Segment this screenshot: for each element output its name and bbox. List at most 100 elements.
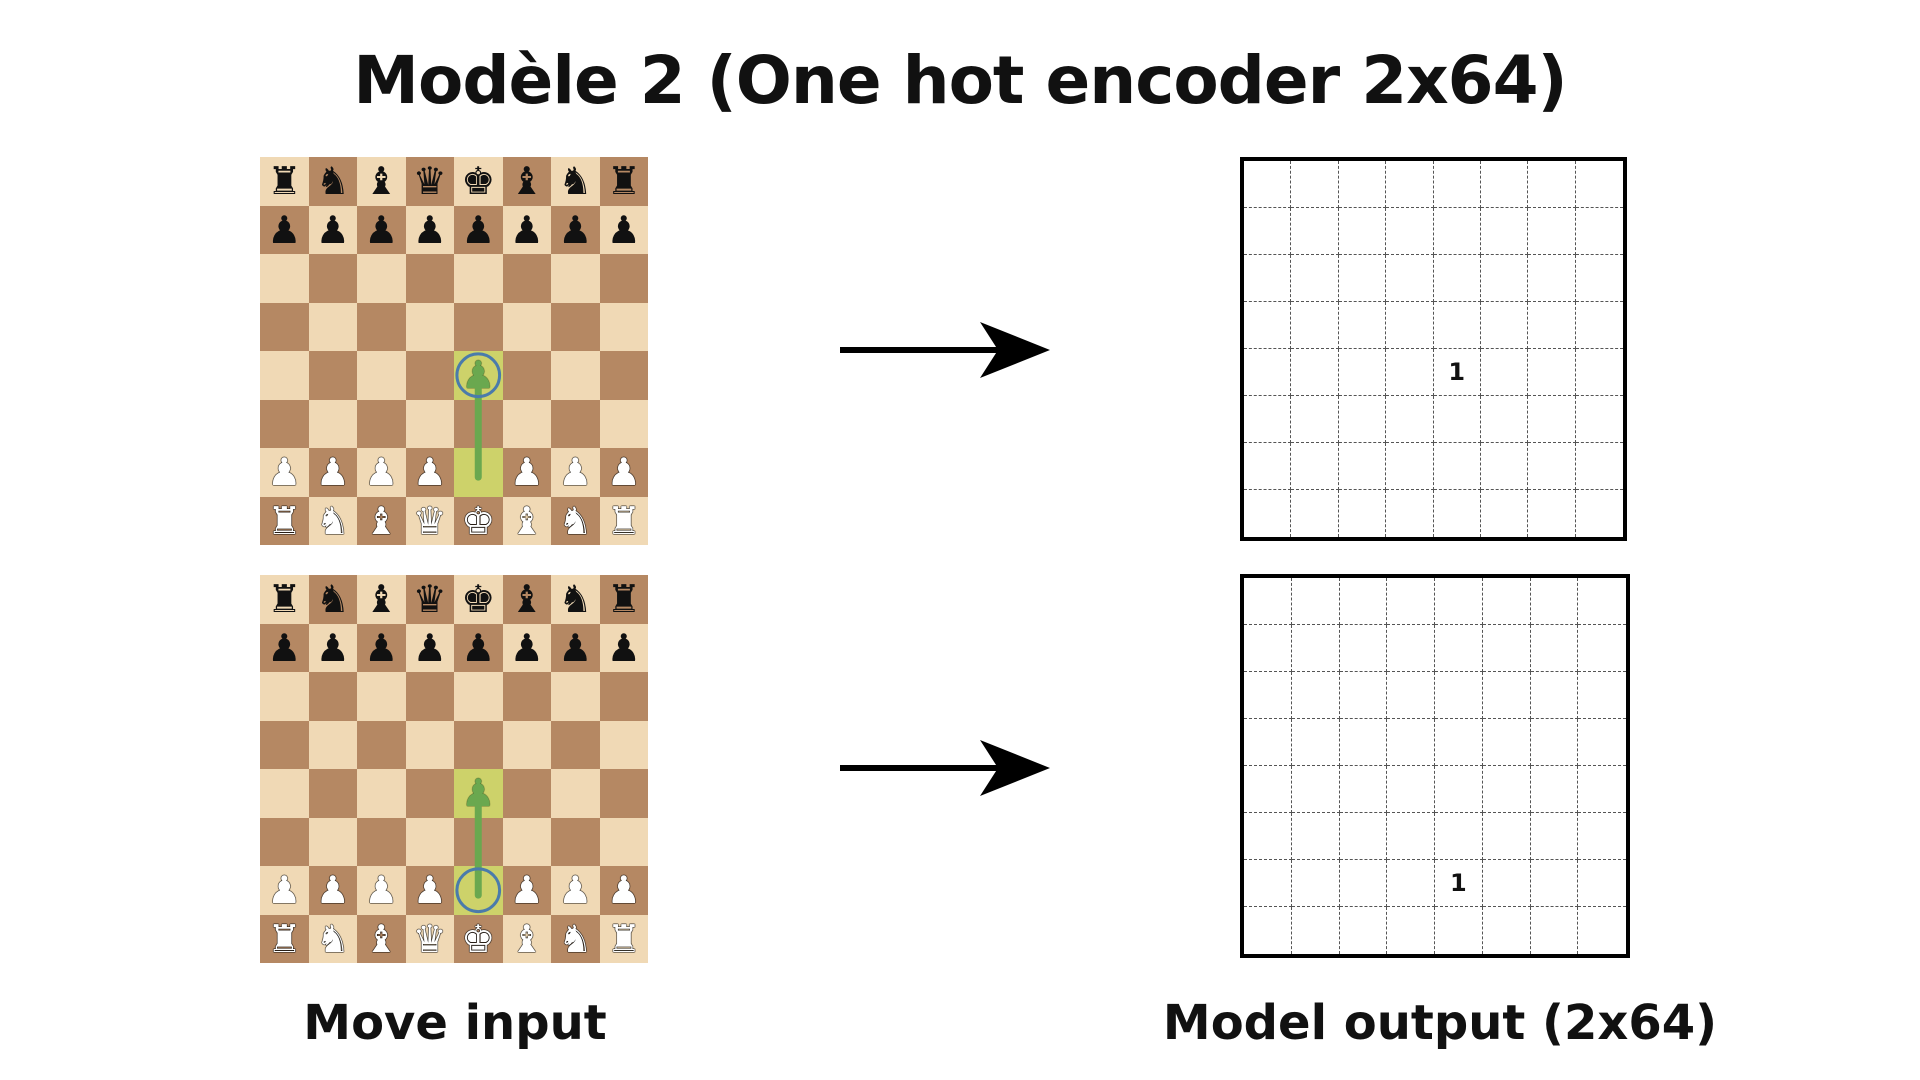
grid-cell [1433, 396, 1481, 443]
board-square [357, 817, 406, 866]
grid-cell [1339, 860, 1388, 907]
board-square: ♟ [308, 866, 357, 915]
grid-cell [1244, 578, 1292, 625]
board-square [454, 254, 503, 303]
board-square: ♞ [551, 157, 600, 206]
board-square [502, 302, 551, 351]
grid-cell [1480, 396, 1529, 443]
board-square [308, 254, 357, 303]
grid-cell [1291, 719, 1340, 766]
grid-cell [1291, 255, 1339, 302]
board-square [599, 769, 648, 818]
board-square [260, 769, 309, 818]
white-king-icon: ♚ [461, 498, 496, 543]
board-square: ♜ [260, 575, 309, 624]
board-square: ♞ [551, 496, 600, 545]
white-pawn-icon: ♟ [412, 450, 447, 495]
board-square [502, 351, 551, 400]
grid-cell [1435, 766, 1483, 813]
grid-cell [1244, 860, 1292, 907]
board-square [308, 302, 357, 351]
board-square [502, 399, 551, 448]
white-pawn-icon: ♟ [267, 450, 302, 495]
grid-cell [1434, 490, 1481, 537]
board-square [502, 769, 551, 818]
grid-cell [1244, 907, 1292, 954]
grid-cell [1528, 443, 1576, 490]
grid-cell [1578, 766, 1626, 813]
grid-cell [1575, 396, 1623, 443]
black-queen-icon: ♛ [412, 159, 447, 204]
grid-cell [1387, 719, 1435, 766]
white-pawn-icon: ♟ [606, 450, 641, 495]
grid-cell [1435, 719, 1483, 766]
board-square [502, 672, 551, 721]
board-square: ♚ [454, 914, 503, 963]
black-pawn-icon: ♟ [315, 625, 350, 670]
grid-cell [1435, 672, 1483, 719]
grid-cell [1291, 813, 1340, 860]
grid-cell [1291, 625, 1340, 672]
grid-cell [1482, 719, 1531, 766]
grid-cell [1291, 161, 1339, 208]
board-square [260, 817, 309, 866]
black-rook-icon: ♜ [267, 159, 302, 204]
white-bishop-icon: ♝ [509, 498, 544, 543]
grid-cell [1575, 208, 1623, 255]
board-square: ♟ [502, 623, 551, 672]
board-square [551, 399, 600, 448]
black-pawn-icon: ♟ [606, 207, 641, 252]
board-square [405, 254, 454, 303]
grid-cell [1578, 672, 1626, 719]
board-square: ♜ [260, 496, 309, 545]
white-king-icon: ♚ [461, 916, 496, 961]
black-bishop-icon: ♝ [509, 159, 544, 204]
white-pawn-icon: ♟ [364, 450, 399, 495]
white-pawn-icon: ♟ [267, 868, 302, 913]
right-arrow-icon [840, 322, 1050, 378]
grid-cell [1482, 860, 1531, 907]
black-rook-icon: ♜ [606, 159, 641, 204]
grid-cell [1386, 349, 1434, 396]
grid-cell [1528, 490, 1576, 537]
grid-cell [1482, 625, 1531, 672]
board-square: ♟ [357, 623, 406, 672]
grid-cell [1291, 396, 1339, 443]
grid-cell [1482, 578, 1531, 625]
grid-cell [1339, 625, 1388, 672]
board-square [599, 720, 648, 769]
board-square: ♟ [357, 866, 406, 915]
black-bishop-icon: ♝ [364, 159, 399, 204]
grid-cell [1244, 255, 1292, 302]
grid-cell [1435, 907, 1483, 954]
white-knight-icon: ♞ [558, 498, 593, 543]
grid-cell [1481, 490, 1529, 537]
board-square [405, 399, 454, 448]
board-square: ♛ [405, 575, 454, 624]
grid-cell [1291, 443, 1339, 490]
black-pawn-icon: ♟ [412, 207, 447, 252]
white-pawn-icon: ♟ [315, 450, 350, 495]
grid-cell [1291, 766, 1340, 813]
board-square: ♟ [308, 623, 357, 672]
white-bishop-icon: ♝ [364, 916, 399, 961]
grid-cell [1578, 907, 1626, 954]
board-square [551, 254, 600, 303]
grid-cell [1339, 672, 1388, 719]
white-pawn-icon: ♟ [558, 450, 593, 495]
board-square [405, 351, 454, 400]
board-square: ♟ [405, 866, 454, 915]
grid-cell [1578, 578, 1626, 625]
board-square [308, 672, 357, 721]
board-square: ♛ [405, 157, 454, 206]
board-square [308, 769, 357, 818]
board-square [260, 254, 309, 303]
grid-cell [1244, 719, 1292, 766]
board-square [454, 302, 503, 351]
board-square [502, 817, 551, 866]
grid-cell [1528, 208, 1576, 255]
board-square [502, 254, 551, 303]
white-knight-icon: ♞ [315, 498, 350, 543]
grid-cell [1435, 578, 1483, 625]
board-square [357, 254, 406, 303]
